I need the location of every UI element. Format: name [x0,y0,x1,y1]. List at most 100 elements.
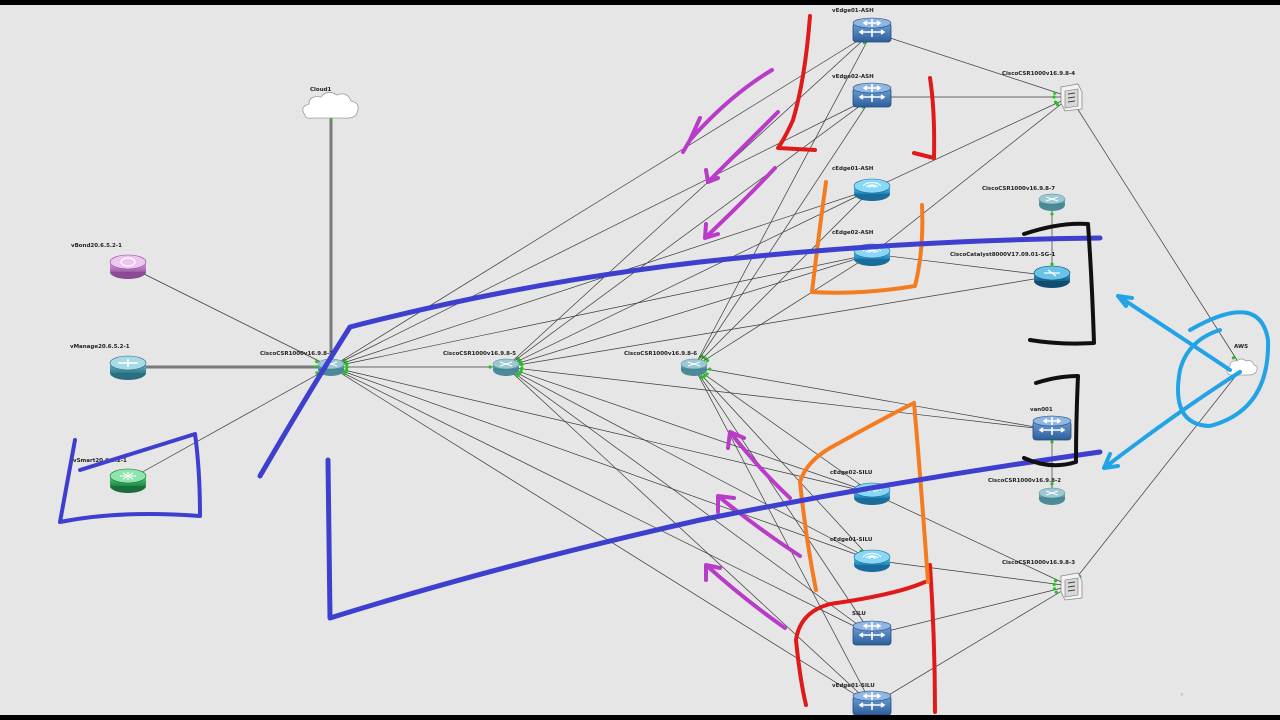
purple-arrow [716,494,802,558]
nodes-layer: vEdge01-ASH vEdge02-ASH CiscoCSR1000v16.9.… [70,8,1258,715]
port-dot [1050,440,1054,444]
port-dot [342,371,347,375]
link-csr-6-cedge02-silu[interactable] [693,366,873,494]
node-csr-2[interactable]: CiscoCSR1000v16.9.8-2 [988,478,1066,505]
link-csr-5-vedge02-ash[interactable] [505,96,873,368]
switch-icon [680,358,708,376]
link-csr-6-vedge02-ash[interactable] [693,96,873,368]
node-label: CiscoCSR1000v16.9.8-4 [1002,71,1075,77]
port-dot [1055,102,1060,107]
node-vedge01-silu[interactable]: vEdge01-SILU [832,683,892,715]
port-dot [520,366,524,370]
link-csr-4-aws[interactable] [1069,96,1243,369]
link-csr-5-vedge01-silu[interactable] [505,366,873,706]
link-csr-6-cedge02-ash[interactable] [693,253,873,368]
link-csr-5-cedge01-silu[interactable] [505,366,873,561]
link-cedge02-ash-csr-4[interactable] [871,96,1071,255]
node-label: CiscoCSR1000v16.9.8-6 [624,351,697,357]
link-vsmart-csr-1[interactable] [127,366,332,481]
server-icon [1060,83,1083,112]
node-label: CiscoCSR1000v16.9.8-1 [260,351,333,357]
node-label: CiscoCSR1000v16.9.8-3 [1002,560,1075,566]
link-csr-6-vedge01-silu[interactable] [693,366,873,706]
overlay-marker: ◦ [1180,691,1185,699]
link-csr-5-van001[interactable] [505,366,1053,431]
node-van001[interactable]: van001 [1030,407,1072,441]
node-cat8000[interactable]: CiscoCatalyst8000V17.09.01-SG-1 [950,252,1071,288]
port-dot [345,365,349,369]
link-csr-6-vedge02-silu[interactable] [693,366,873,636]
port-dot [1053,100,1058,104]
link-vbond-csr-1[interactable] [127,265,332,368]
vsmart-icon [109,468,147,493]
link-csr-3-aws[interactable] [1069,367,1243,587]
link-csr-6-cedge01-ash[interactable] [693,188,873,368]
link-csr-6-van001[interactable] [693,366,1053,431]
link-csr-1-vedge01-ash[interactable] [330,31,873,368]
node-label: vEdge02-ASH [832,74,874,80]
port-dot [1053,579,1058,583]
purple-arrow [681,68,774,154]
node-label: vEdge01-SILU [832,683,875,689]
link-csr-1-cedge02-ash[interactable] [330,253,873,368]
link-cedge01-silu-csr-3[interactable] [871,559,1071,587]
link-csr-5-cedge02-silu[interactable] [505,366,873,494]
node-vedge01-ash[interactable]: vEdge01-ASH [832,8,892,43]
port-dot [705,358,710,363]
node-aws[interactable]: AWS [1226,344,1258,376]
link-csr-1-cedge01-silu[interactable] [330,366,873,561]
link-cedge01-ash-csr-4[interactable] [871,96,1071,190]
node-label: SILU [852,611,866,617]
node-label: cEdge02-ASH [832,230,874,236]
node-csr-5[interactable]: CiscoCSR1000v16.9.8-5 [443,351,520,376]
link-csr-1-vedge01-silu[interactable] [330,366,873,706]
link-csr-6-vedge01-ash[interactable] [693,31,873,368]
node-vedge02-silu[interactable]: SILU [852,611,892,646]
switch-icon [492,358,520,376]
port-dot [488,365,492,369]
link-csr-1-vedge02-silu[interactable] [330,366,873,636]
link-csr-5-cedge02-ash[interactable] [505,253,873,368]
router-icon [1032,415,1072,441]
node-csr-4[interactable]: CiscoCSR1000v16.9.8-4 [1002,71,1083,112]
link-csr-5-vedge02-silu[interactable] [505,366,873,636]
purple-arrow [703,166,777,240]
link-vedge01-silu-csr-3[interactable] [871,585,1071,706]
node-cloud1[interactable]: Cloud1 [302,87,359,119]
node-csr-7[interactable]: CiscoCSR1000v16.9.8-7 [982,186,1066,211]
node-csr-3[interactable]: CiscoCSR1000v16.9.8-3 [1002,560,1083,601]
node-vedge02-ash[interactable]: vEdge02-ASH [832,74,892,108]
node-label: vBond20.6.5.2-1 [71,243,122,249]
node-label: vManage20.6.5.2-1 [70,344,130,350]
blue-line [325,449,1103,621]
link-csr-1-cedge01-ash[interactable] [330,188,873,368]
cyan-arrow [1102,370,1242,470]
link-vedge01-ash-csr-4[interactable] [871,31,1071,98]
red-bracket [776,14,817,152]
purple-arrow [726,430,792,500]
link-cedge02-ash-cat8000[interactable] [871,253,1053,277]
server-icon [1060,572,1083,601]
link-vedge02-silu-csr-3[interactable] [871,585,1071,636]
link-csr-5-cat8000[interactable] [505,275,1053,368]
link-csr-1-vedge02-ash[interactable] [330,96,873,368]
node-label: Cloud1 [310,87,332,93]
node-label: CiscoCSR1000v16.9.8-2 [988,478,1061,484]
topology-canvas[interactable]: vEdge01-ASH vEdge02-ASH CiscoCSR1000v16.9.… [0,5,1280,715]
router-icon [852,620,892,646]
node-csr-6[interactable]: CiscoCSR1000v16.9.8-6 [624,351,708,376]
link-csr-6-cedge01-silu[interactable] [693,366,873,561]
router-icon [852,17,892,43]
node-cedge01-silu[interactable]: cEdge01-SILU [830,537,891,572]
link-csr-1-cedge02-silu[interactable] [330,366,873,494]
node-cedge01-ash[interactable]: cEdge01-ASH [832,166,891,201]
black-bracket [1022,221,1096,346]
link-csr-5-cedge01-ash[interactable] [505,188,873,368]
network-topology-diagram: vEdge01-ASH vEdge02-ASH CiscoCSR1000v16.9.… [58,8,1271,715]
switch-icon [1038,193,1066,211]
node-vmanage[interactable]: vManage20.6.5.2-1 [70,344,147,380]
link-csr-5-vedge01-ash[interactable] [505,31,873,368]
link-cedge02-silu-csr-3[interactable] [871,492,1071,587]
node-vbond[interactable]: vBond20.6.5.2-1 [71,243,147,279]
node-vsmart[interactable]: vSmart20.6.5.2-1 [73,458,147,493]
